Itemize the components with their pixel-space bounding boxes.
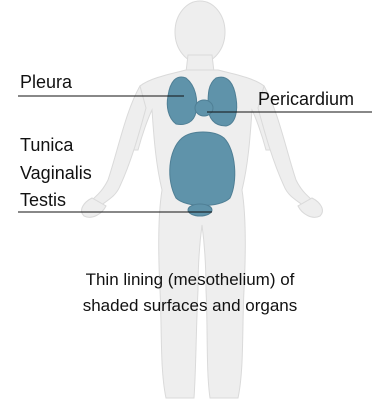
caption-line-1: Thin lining (mesothelium) of xyxy=(40,267,340,293)
label-vaginalis: Vaginalis xyxy=(20,163,92,183)
testis-organ xyxy=(188,204,212,216)
label-pleura: Pleura xyxy=(20,72,72,92)
abdomen xyxy=(170,132,235,206)
heart xyxy=(195,100,213,116)
label-pericardium: Pericardium xyxy=(258,89,354,109)
label-testis: Testis xyxy=(20,190,66,210)
caption: Thin lining (mesothelium) of shaded surf… xyxy=(40,267,340,319)
caption-line-2: shaded surfaces and organs xyxy=(40,293,340,319)
label-tunica: Tunica xyxy=(20,135,73,155)
right-lung xyxy=(208,77,237,126)
